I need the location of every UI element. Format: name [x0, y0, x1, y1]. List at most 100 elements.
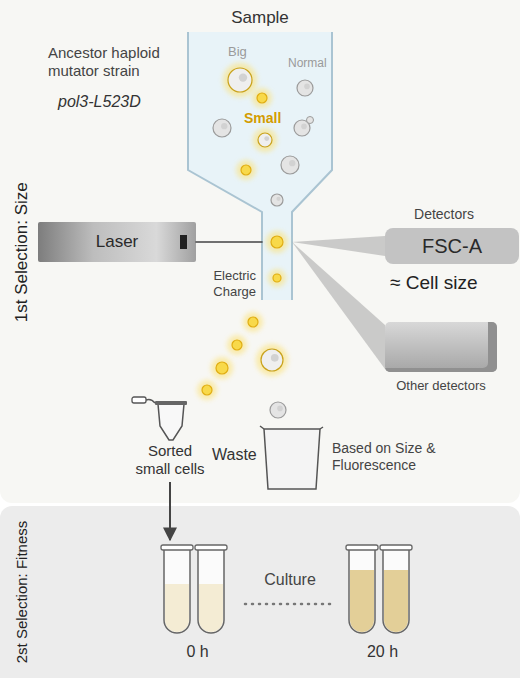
cell: [248, 317, 258, 327]
culture-medium: [384, 570, 408, 632]
cell-nucleus: [289, 160, 295, 166]
tube-label: Sorted small cells: [131, 442, 209, 478]
beaker-body: [264, 429, 320, 489]
detector-label: FSC-A: [385, 234, 519, 258]
cell: [297, 80, 313, 96]
sorted-tube: Sorted small cells: [110, 396, 230, 482]
tube-outline: [164, 550, 190, 633]
charge-label: Electric Charge: [198, 268, 256, 299]
cell-label: Big: [228, 44, 247, 60]
cell: [216, 362, 228, 374]
cell: [273, 274, 281, 282]
tube-rim: [195, 545, 227, 550]
cell-bud: [307, 117, 314, 124]
tube-rim: [346, 545, 378, 550]
tube-outline: [383, 550, 409, 633]
funnel-outline: [188, 32, 332, 300]
waste-label: Waste: [212, 445, 257, 464]
cell-label: Normal: [288, 56, 327, 70]
beaker-lip: [260, 426, 323, 429]
culture-end: 20 h: [335, 540, 430, 668]
laser-box: Laser: [38, 222, 196, 262]
panel-title: 1st Selection: Size: [12, 182, 32, 322]
cell-nucleus: [304, 84, 310, 90]
cell: [232, 340, 242, 350]
cell: [228, 68, 252, 92]
cell: [213, 119, 231, 137]
tube-body: [158, 404, 184, 440]
fsc-detector: DetectorsFSC-A: [385, 206, 519, 266]
tube-rim: [155, 401, 187, 405]
tube-rim: [161, 545, 193, 550]
sample-title: Sample: [175, 8, 345, 28]
tube-glass: [164, 550, 190, 633]
time-dots: [245, 603, 335, 606]
cell-nucleus: [264, 136, 269, 141]
cell-glow: [253, 128, 277, 152]
node-port: [385, 322, 497, 372]
tube-glass: [349, 550, 375, 633]
other-detector: Other detectors: [380, 322, 502, 400]
tube-glass: [383, 550, 409, 633]
cell-glow: [268, 269, 286, 287]
step-label: Culture: [258, 570, 322, 589]
cell: [202, 385, 212, 395]
cell-glow: [252, 88, 272, 108]
tube-glass: [198, 550, 224, 633]
cell-glow: [223, 63, 257, 97]
cell: [270, 402, 286, 418]
flow-arrow: [169, 482, 171, 540]
cell: [281, 156, 299, 174]
cell-glow: [197, 380, 217, 400]
tube-hinge: [146, 399, 155, 403]
cell-nucleus: [301, 124, 307, 130]
waste-beaker: Waste: [212, 425, 324, 493]
measure-label: ≈ Cell size: [390, 272, 478, 295]
tube-rim: [380, 545, 412, 550]
strain-label: Ancestor haploid mutator strain: [48, 44, 180, 80]
laser-tip: [180, 235, 187, 249]
cell-nucleus: [239, 73, 247, 81]
cell-glow: [266, 231, 288, 253]
time-label: 20 h: [335, 642, 430, 661]
node-port: [262, 212, 292, 300]
tube-cap: [132, 397, 146, 403]
fitness-panel: 2st Selection: Fitness 0 h 20 h: [0, 506, 520, 678]
tube-outline: [349, 550, 375, 633]
cell: [241, 165, 251, 175]
laser-beam: [196, 241, 262, 243]
laser-label: Laser: [38, 232, 196, 252]
funnel-fill: [188, 32, 332, 300]
cell-nucleus: [271, 354, 279, 362]
cell-glow: [211, 357, 233, 379]
cell-nucleus: [221, 123, 227, 129]
scatter-light: [292, 236, 385, 256]
panel-title: 2st Selection: Fitness: [13, 521, 31, 664]
cell-glow: [227, 335, 247, 355]
genotype-label: pol3-L523D: [58, 92, 141, 111]
culture-medium: [199, 584, 223, 632]
funnel-shape: [175, 8, 345, 300]
cell: [294, 120, 310, 136]
culture-start: 0 h: [150, 540, 245, 668]
detector-label: Other detectors: [380, 378, 502, 394]
cell: [261, 349, 283, 371]
cells-group: [197, 63, 314, 418]
cell-glow: [236, 160, 256, 180]
cell: [271, 194, 283, 206]
culture-medium: [350, 570, 374, 632]
cell: [258, 133, 272, 147]
scatter-light: [292, 242, 385, 369]
tube-outline: [198, 550, 224, 633]
sample-funnel: Sample: [175, 8, 345, 300]
sorting-note: Based on Size & Fluorescence: [332, 440, 450, 474]
cell-label: Small: [244, 110, 281, 127]
culture-medium: [165, 584, 189, 632]
cell-glow: [256, 344, 288, 376]
cell-nucleus: [277, 406, 283, 412]
cell-nucleus: [276, 197, 280, 201]
detector-heading: Detectors: [385, 206, 503, 223]
cell: [271, 236, 283, 248]
cell: [257, 93, 267, 103]
